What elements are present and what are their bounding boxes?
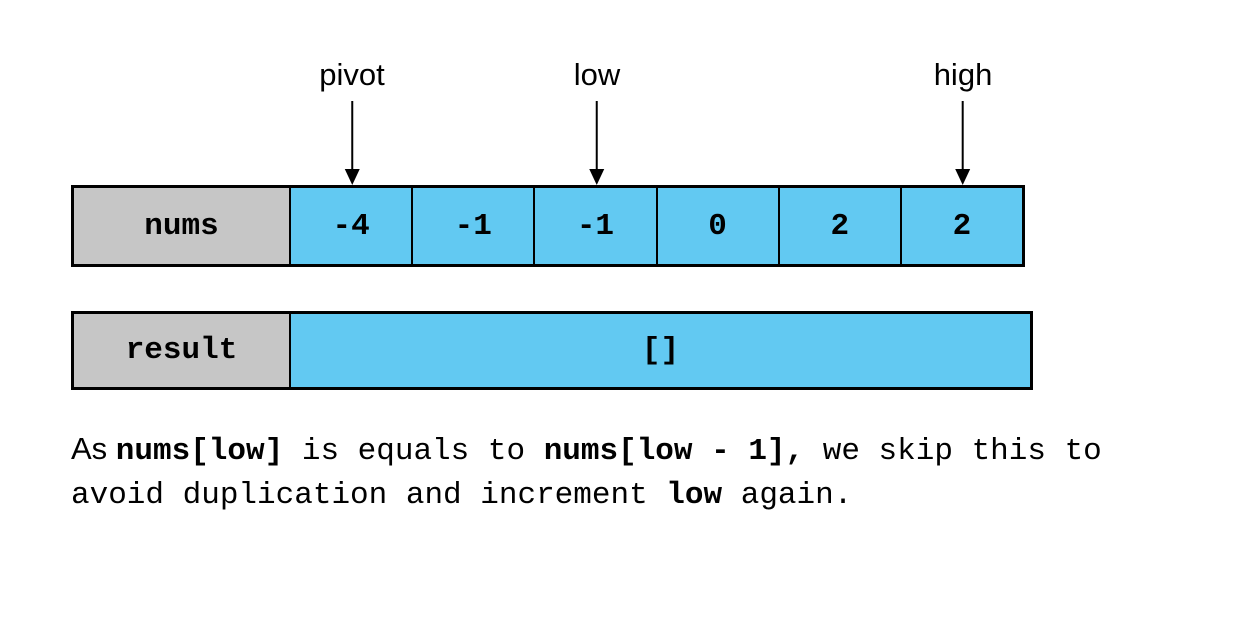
caption-segment: nums[low - 1], <box>543 434 805 469</box>
pointer-low-label: low <box>573 57 621 92</box>
down-arrow-icon <box>589 101 605 185</box>
caption-segment: avoid duplication and increment <box>71 478 667 513</box>
nums-cell-1: -1 <box>411 188 534 264</box>
caption-segment: is equals to <box>283 434 544 469</box>
down-arrow-icon <box>955 101 971 185</box>
caption-segment: As <box>71 431 116 466</box>
result-row: result [] <box>71 311 1033 390</box>
result-value-cell: [] <box>291 314 1030 387</box>
caption-segment: nums[low] <box>115 434 284 469</box>
pointer-low: low <box>573 57 621 185</box>
result-value: [] <box>641 333 680 368</box>
caption-line-1: As nums[low] is equals to nums[low - 1],… <box>71 428 1102 472</box>
pointer-pivot-label: pivot <box>319 57 385 92</box>
nums-cell-3: 0 <box>655 188 778 264</box>
nums-row-label: nums <box>74 188 291 264</box>
down-arrow-icon <box>344 101 360 185</box>
caption-segment: low <box>666 478 723 513</box>
pointer-high: high <box>933 57 993 185</box>
caption: As nums[low] is equals to nums[low - 1],… <box>71 428 1102 516</box>
caption-segment: again. <box>722 478 853 513</box>
pointer-high-label: high <box>933 57 993 92</box>
nums-cell-5: 2 <box>899 188 1023 264</box>
nums-row: nums -4 -1 -1 0 2 2 <box>71 185 1025 267</box>
nums-cell-0: -4 <box>291 188 412 264</box>
nums-cell-4: 2 <box>777 188 900 264</box>
result-row-label: result <box>74 314 291 387</box>
pointer-pivot: pivot <box>319 57 385 185</box>
nums-cell-2: -1 <box>533 188 656 264</box>
caption-segment: we skip this to <box>804 434 1102 469</box>
caption-line-2: avoid duplication and increment low agai… <box>71 472 1102 516</box>
